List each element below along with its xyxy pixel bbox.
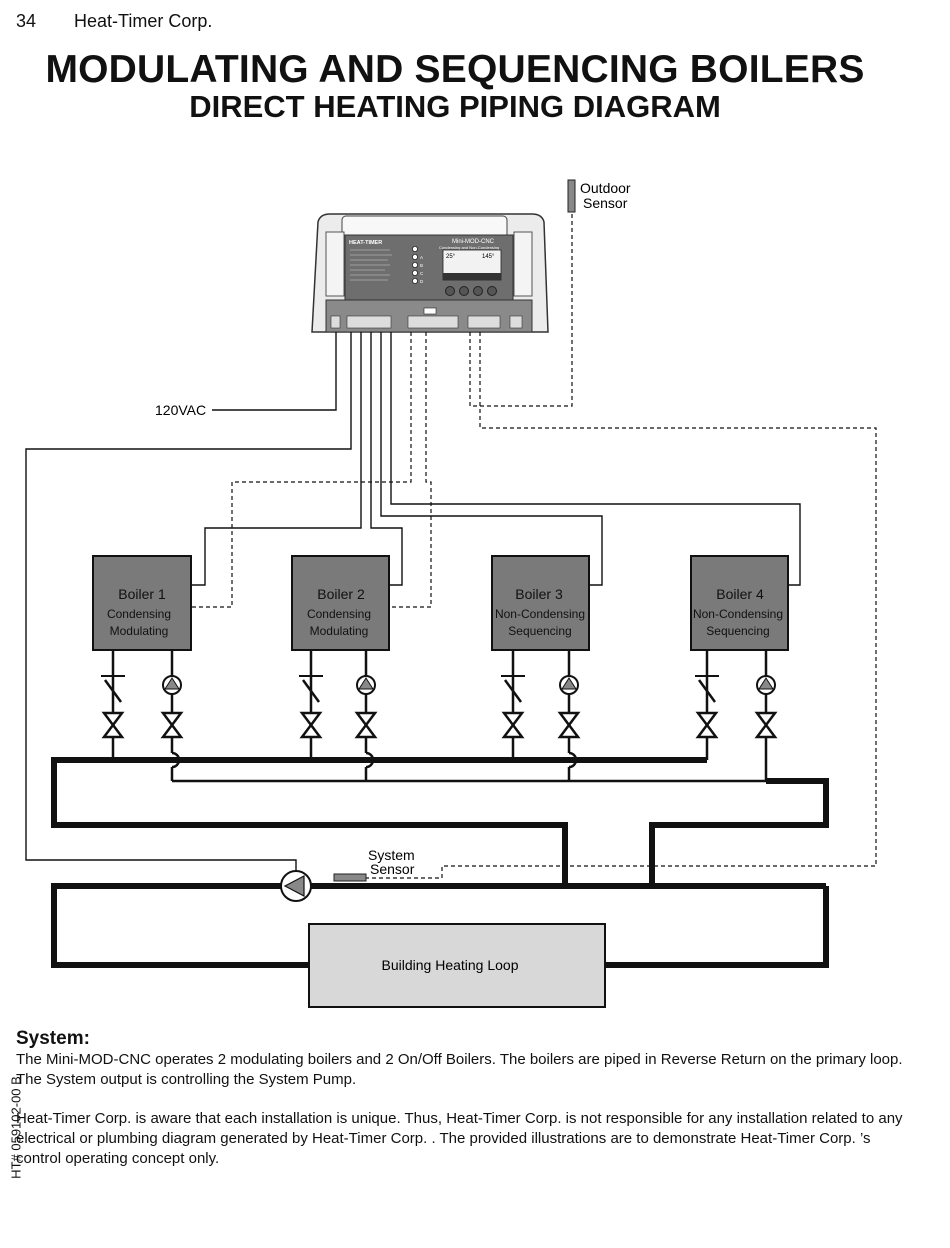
system-description: The Mini-MOD-CNC operates 2 modulating b… (16, 1051, 903, 1088)
primary-loop (51, 757, 829, 883)
boiler-3-name: Boiler 3 (515, 586, 563, 602)
boiler-pumps (162, 675, 776, 695)
boiler-1-mode: Modulating (110, 624, 169, 638)
controller-model: Mini-MOD-CNC (452, 239, 495, 245)
outdoor-sensor-icon (567, 179, 576, 213)
boiler-4-name: Boiler 4 (716, 586, 764, 602)
power-label: 120VAC (155, 402, 206, 418)
boiler-1: Boiler 1 Condensing Modulating (92, 555, 192, 651)
boiler-4-type: Non-Condensing (693, 607, 783, 621)
controller-unit: HEAT-TIMER Mini-MOD-CNC Condensing and N… (311, 213, 549, 333)
boiler-3-mode: Sequencing (508, 624, 571, 638)
system-sensor-label-1: System (368, 847, 415, 863)
sensor-wiring (191, 212, 877, 879)
page-number: 34 (16, 11, 37, 31)
building-loop-label: Building Heating Loop (382, 957, 519, 973)
system-pump-icon (280, 870, 312, 902)
outdoor-sensor-label-1: Outdoor (580, 180, 631, 196)
outdoor-sensor-label-2: Sensor (583, 195, 628, 211)
disclaimer-text: Heat-Timer Corp. is aware that each inst… (16, 1110, 903, 1167)
boiler-1-name: Boiler 1 (118, 586, 166, 602)
boiler-4-mode: Sequencing (706, 624, 769, 638)
terminal-blocks (330, 315, 523, 329)
secondary-loop (51, 883, 829, 968)
controller-brand: HEAT-TIMER (349, 240, 382, 246)
isolation-valves (102, 711, 777, 739)
led-label-c: C (420, 271, 424, 276)
led-label-b: B (420, 263, 423, 268)
led-label-d: D (420, 279, 424, 284)
document-code: HT# 059102-00 B (8, 1076, 24, 1179)
system-sensor-label-2: Sensor (370, 861, 415, 877)
company-name: Heat-Timer Corp. (74, 11, 213, 31)
page-subtitle: DIRECT HEATING PIPING DIAGRAM (189, 89, 721, 124)
control-wiring (25, 332, 801, 872)
boiler-2: Boiler 2 Condensing Modulating (291, 555, 390, 651)
page-title: MODULATING AND SEQUENCING BOILERS (45, 48, 865, 91)
led-label-a: A (420, 255, 423, 260)
system-heading: System: (16, 1028, 90, 1049)
controller-subtitle: Condensing and Non-Condensing (439, 245, 499, 250)
check-valves (99, 674, 721, 704)
building-heating-loop: Building Heating Loop (308, 923, 606, 1008)
boiler-3-type: Non-Condensing (495, 607, 585, 621)
boiler-4: Boiler 4 Non-Condensing Sequencing (690, 555, 789, 651)
stage-leds (411, 245, 418, 284)
boiler-1-type: Condensing (107, 607, 171, 621)
boiler-3: Boiler 3 Non-Condensing Sequencing (491, 555, 590, 651)
system-sensor-icon (333, 873, 367, 882)
controller-buttons (445, 286, 497, 296)
boiler-2-mode: Modulating (310, 624, 369, 638)
boiler-2-type: Condensing (307, 607, 371, 621)
display-outdoor-temp: 25° (446, 254, 456, 260)
boiler-branch-piping (111, 650, 768, 783)
boiler-2-name: Boiler 2 (317, 586, 365, 602)
display-system-temp: 145° (482, 254, 495, 260)
